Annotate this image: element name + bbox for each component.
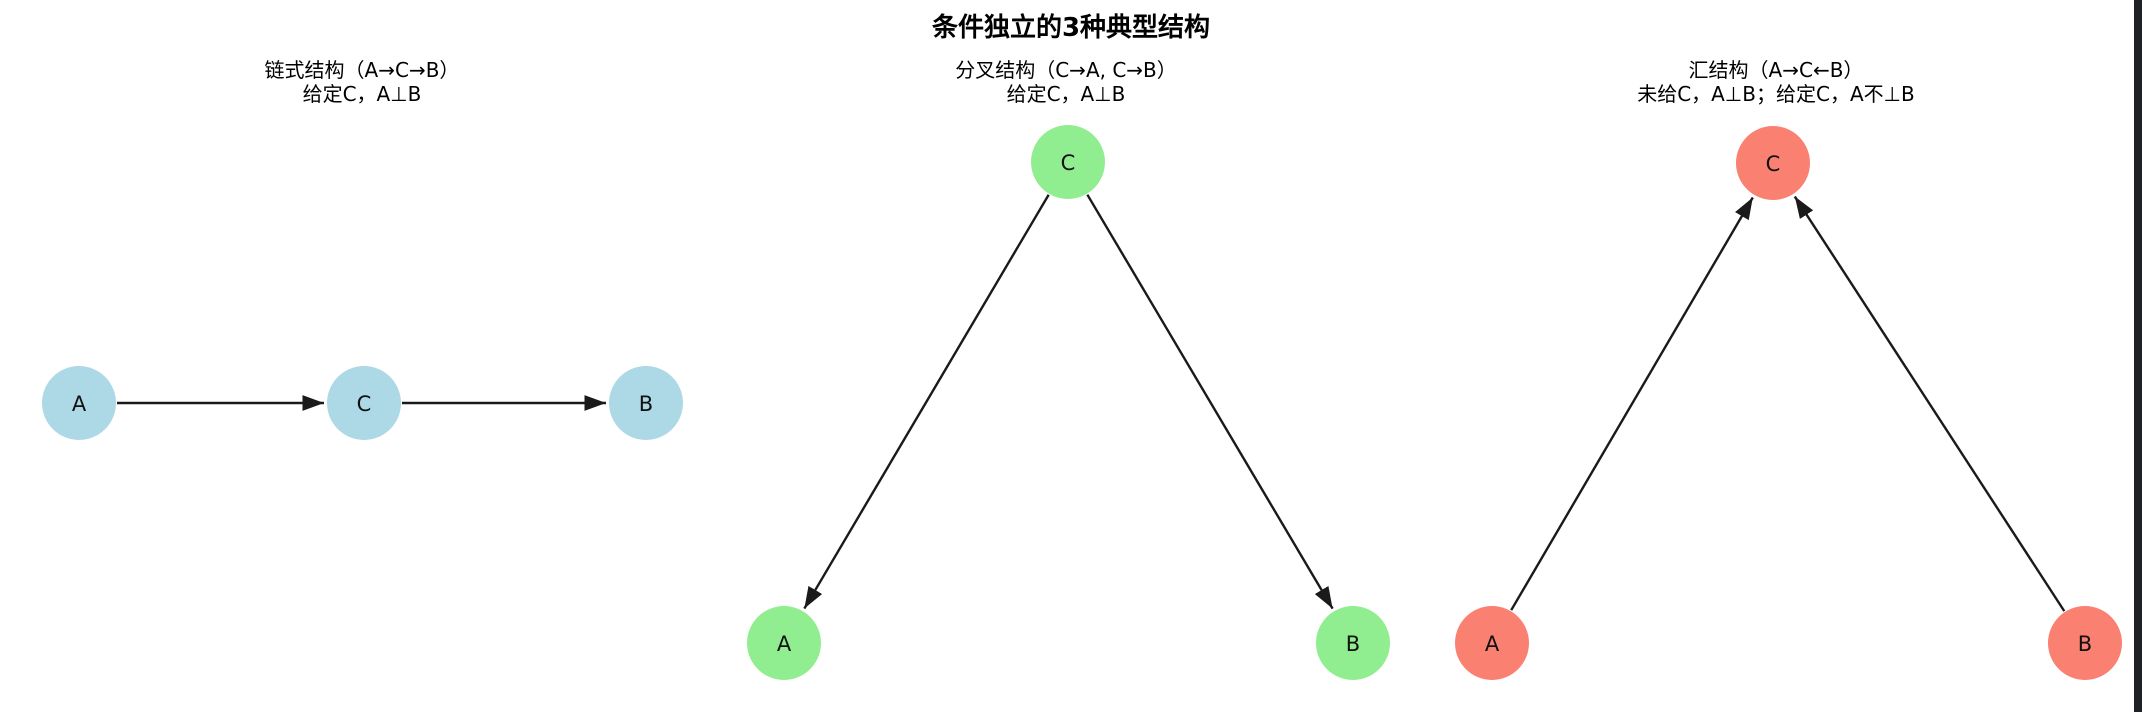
- chain-subtitle-line-2: 给定C，A⊥B: [303, 82, 422, 106]
- fork-node-A: [747, 606, 821, 680]
- collider-subtitle-line-1: 汇结构（A→C←B）: [1689, 58, 1864, 82]
- collider-node-label-C: C: [1766, 152, 1781, 176]
- collider-node-C: [1736, 126, 1810, 200]
- figure-title: 条件独立的3种典型结构: [932, 12, 1210, 43]
- fork-node-C: [1031, 125, 1105, 199]
- fork-edge-C-to-A: [803, 194, 1050, 610]
- diagram-fork: 分叉结构（C→A, C→B）给定C，A⊥B C A B: [747, 58, 1390, 680]
- chain-node-label-A: A: [72, 392, 87, 416]
- collider-edge-B-to-C: [1793, 195, 2066, 612]
- collider-node-label-A: A: [1485, 632, 1500, 656]
- fork-subtitle-line-2: 给定C，A⊥B: [1007, 82, 1126, 106]
- collider-node-A: [1455, 606, 1529, 680]
- chain-node-A: [42, 366, 116, 440]
- diagram-collider: 汇结构（A→C←B）未给C，A⊥B；给定C，A不⊥B C A B: [1455, 58, 2122, 680]
- collider-node-label-B: B: [2078, 632, 2092, 656]
- collider-edge-A-to-C: [1510, 196, 1754, 611]
- collider-node-B: [2048, 606, 2122, 680]
- chain-node-C: [327, 366, 401, 440]
- chain-subtitle-line-1: 链式结构（A→C→B）: [265, 58, 460, 82]
- chain-node-label-C: C: [357, 392, 372, 416]
- fork-edge-C-to-B: [1086, 194, 1334, 610]
- chain-node-B: [609, 366, 683, 440]
- right-edge-bar: [2134, 0, 2142, 712]
- chain-node-label-B: B: [639, 392, 653, 416]
- fork-node-label-C: C: [1061, 151, 1076, 175]
- fork-subtitle-line-1: 分叉结构（C→A, C→B）: [955, 58, 1177, 82]
- diagram-chain: 链式结构（A→C→B）给定C，A⊥B A C B: [42, 58, 683, 440]
- fork-node-label-B: B: [1346, 632, 1360, 656]
- fork-node-B: [1316, 606, 1390, 680]
- collider-subtitle-line-2: 未给C，A⊥B；给定C，A不⊥B: [1637, 82, 1915, 106]
- fork-node-label-A: A: [777, 632, 792, 656]
